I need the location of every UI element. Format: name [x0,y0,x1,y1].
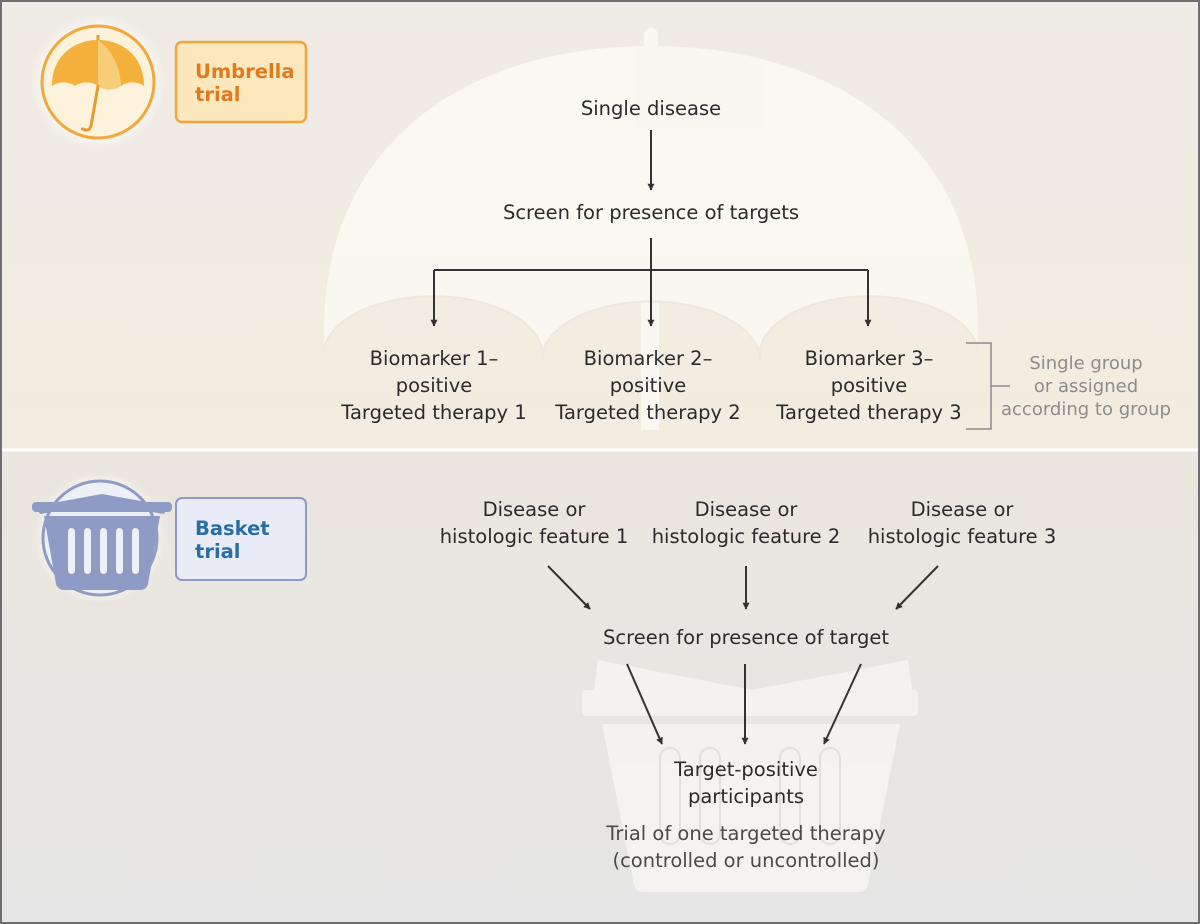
screen-targets-label: Screen for presence of targets [502,201,800,224]
arrow-screen-to-result-left [626,663,663,745]
basket-icon-slots [68,528,139,574]
screen-target-label: Screen for presence of target [603,626,889,649]
biomarker-group-2: Biomarker 2– positive Targeted therapy 2 [548,345,748,426]
basket-trial-badge [32,472,307,604]
disease-feature-2: Disease or histologic feature 2 [646,496,846,550]
trial-line: Trial of one targeted therapy [606,822,886,845]
badge-label-line: trial [195,540,241,563]
umbrella-trial-badge [30,14,308,150]
target-positive-label: Target-positive participants [636,756,856,810]
group-line: Biomarker 3– [804,347,934,370]
disease-line: histologic feature 3 [867,525,1057,548]
arrow-disease-1-to-screen [547,565,591,610]
disease-line: histologic feature 1 [439,525,629,548]
disease-line: Disease or [482,498,586,521]
group-line: Targeted therapy 2 [555,401,741,424]
group-line: Biomarker 1– [369,347,499,370]
group-line: positive [395,374,473,397]
disease-line: histologic feature 2 [651,525,841,548]
disease-feature-1: Disease or histologic feature 1 [434,496,634,550]
group-line: Biomarker 2– [583,347,713,370]
group-assignment-note: Single group or assigned according to gr… [1000,352,1172,421]
badge-label-line: Umbrella [195,60,295,83]
basket-silhouette [582,660,918,892]
trial-description: Trial of one targeted therapy (controlle… [566,820,926,874]
arrow-disease-3-to-screen [895,565,939,610]
disease-line: Disease or [694,498,798,521]
arrow-screen-to-result-right [823,663,862,745]
basket-arrows [547,565,939,745]
biomarker-group-1: Biomarker 1– positive Targeted therapy 1 [334,345,534,426]
basket-slots [659,747,841,845]
single-disease-label: Single disease [580,97,722,120]
disease-feature-3: Disease or histologic feature 3 [862,496,1062,550]
badge-label-line: Basket [195,517,270,540]
result-line: Target-positive [674,758,818,781]
biomarker-group-3: Biomarker 3– positive Targeted therapy 3 [764,345,974,426]
disease-line: Disease or [910,498,1014,521]
group-line: positive [830,374,908,397]
trial-line: (controlled or uncontrolled) [612,849,880,872]
group-line: Targeted therapy 1 [341,401,527,424]
result-line: participants [687,785,805,808]
basket-trial-label: Basket trial [195,517,270,563]
group-line: positive [609,374,687,397]
note-line: or assigned [1033,376,1139,397]
umbrella-trial-label: Umbrella trial [195,60,294,106]
umbrella-arrows [430,130,872,327]
umbrella-icon [52,35,144,132]
note-line: according to group [1001,399,1171,420]
group-line: Targeted therapy 3 [776,401,962,424]
group-bracket [966,342,1010,430]
note-line: Single group [1029,353,1143,374]
badge-label-line: trial [195,83,241,106]
